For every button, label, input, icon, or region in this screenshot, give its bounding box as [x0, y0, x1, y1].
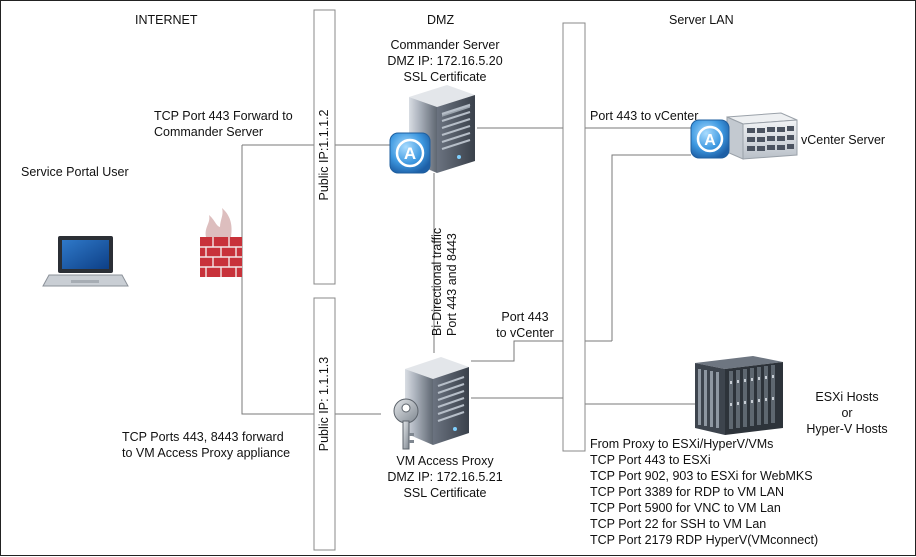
hosts-line-2: or	[841, 406, 853, 420]
commander-forward-label: TCP Port 443 Forward to Commander Server	[154, 108, 293, 140]
proxy-ports-list: From Proxy to ESXi/HyperV/VMs TCP Port 4…	[590, 436, 818, 548]
vcenter-return-line	[611, 154, 691, 341]
port-443-vcenter-top-label: Port 443 to vCenter	[590, 109, 699, 123]
proxy-ports-item: TCP Port 902, 903 to ESXi for WebMKS	[590, 469, 813, 483]
zone-server-lan: Server LAN	[669, 13, 734, 27]
proxy-name: VM Access Proxy	[396, 454, 494, 468]
appliance-logo-icon: A	[389, 132, 431, 174]
vm-access-proxy-label: VM Access Proxy DMZ IP: 172.16.5.21 SSL …	[377, 453, 513, 501]
commander-ip: DMZ IP: 172.16.5.20	[387, 54, 503, 68]
esxi-hosts-label: ESXi Hosts or Hyper-V Hosts	[791, 389, 903, 437]
proxy-ports-item: TCP Port 3389 for RDP to VM LAN	[590, 485, 785, 499]
zone-dmz: DMZ	[427, 13, 455, 27]
commander-forward-line-1: TCP Port 443 Forward to	[154, 109, 293, 123]
server-lan-bar	[562, 22, 586, 452]
proxy-to-vcenter-line	[471, 340, 563, 362]
commander-server-label: Commander Server DMZ IP: 172.16.5.20 SSL…	[373, 37, 517, 85]
bidirectional-line-2: Port 443 and 8443	[445, 233, 459, 336]
vcenter-server-label: vCenter Server	[801, 133, 886, 147]
svg-text:A: A	[404, 144, 416, 163]
proxy-ports-item: TCP Port 2179 RDP HyperV(VMconnect)	[590, 533, 819, 547]
service-portal-user-label: Service Portal User	[21, 165, 129, 179]
proxy-forward-label: TCP Ports 443, 8443 forward to VM Access…	[122, 429, 290, 461]
proxy-ip: DMZ IP: 172.16.5.21	[387, 470, 503, 484]
proxy-ports-item: TCP Port 5900 for VNC to VM Lan	[590, 501, 781, 515]
user-to-proxy-line	[241, 145, 381, 415]
firewall-icon	[200, 208, 242, 277]
hosts-line-1: ESXi Hosts	[815, 390, 879, 404]
zone-internet: INTERNET	[135, 13, 198, 27]
bidirectional-line-1: Bi-Directional traffic	[430, 227, 444, 336]
hosts-line-3: Hyper-V Hosts	[806, 422, 888, 436]
commander-name: Commander Server	[390, 38, 500, 52]
commander-forward-line-2: Commander Server	[154, 125, 264, 139]
server-tower-icon	[405, 357, 469, 445]
proxy-forward-line-1: TCP Ports 443, 8443 forward	[122, 430, 284, 444]
public-ip-box-proxy	[313, 297, 336, 551]
proxy-ssl: SSL Certificate	[403, 486, 487, 500]
proxy-ports-item: From Proxy to ESXi/HyperV/VMs	[590, 437, 774, 451]
public-ip-box-commander	[313, 9, 336, 285]
blade-chassis-icon	[695, 356, 783, 435]
rack-server-icon	[726, 112, 798, 160]
proxy-forward-line-2: to VM Access Proxy appliance	[122, 446, 291, 460]
port-443-mid-line-2: to vCenter	[496, 326, 554, 340]
proxy-ports-item: TCP Port 443 to ESXi	[590, 453, 711, 467]
public-ip-commander: Public IP:1.1.1.2	[317, 109, 331, 201]
svg-text:A: A	[704, 132, 716, 149]
key-icon	[393, 398, 419, 450]
bidirectional-label: Bi-Directional traffic Port 443 and 8443	[430, 196, 460, 336]
laptop-icon	[42, 236, 129, 287]
port-443-mid-line-1: Port 443	[501, 310, 549, 324]
commander-ssl: SSL Certificate	[403, 70, 487, 84]
public-ip-proxy: Public IP: 1.1.1.3	[317, 356, 331, 452]
appliance-logo-icon: A	[690, 119, 730, 159]
proxy-ports-item: TCP Port 22 for SSH to VM Lan	[590, 517, 767, 531]
port-443-vcenter-mid-label: Port 443 to vCenter	[485, 309, 565, 341]
